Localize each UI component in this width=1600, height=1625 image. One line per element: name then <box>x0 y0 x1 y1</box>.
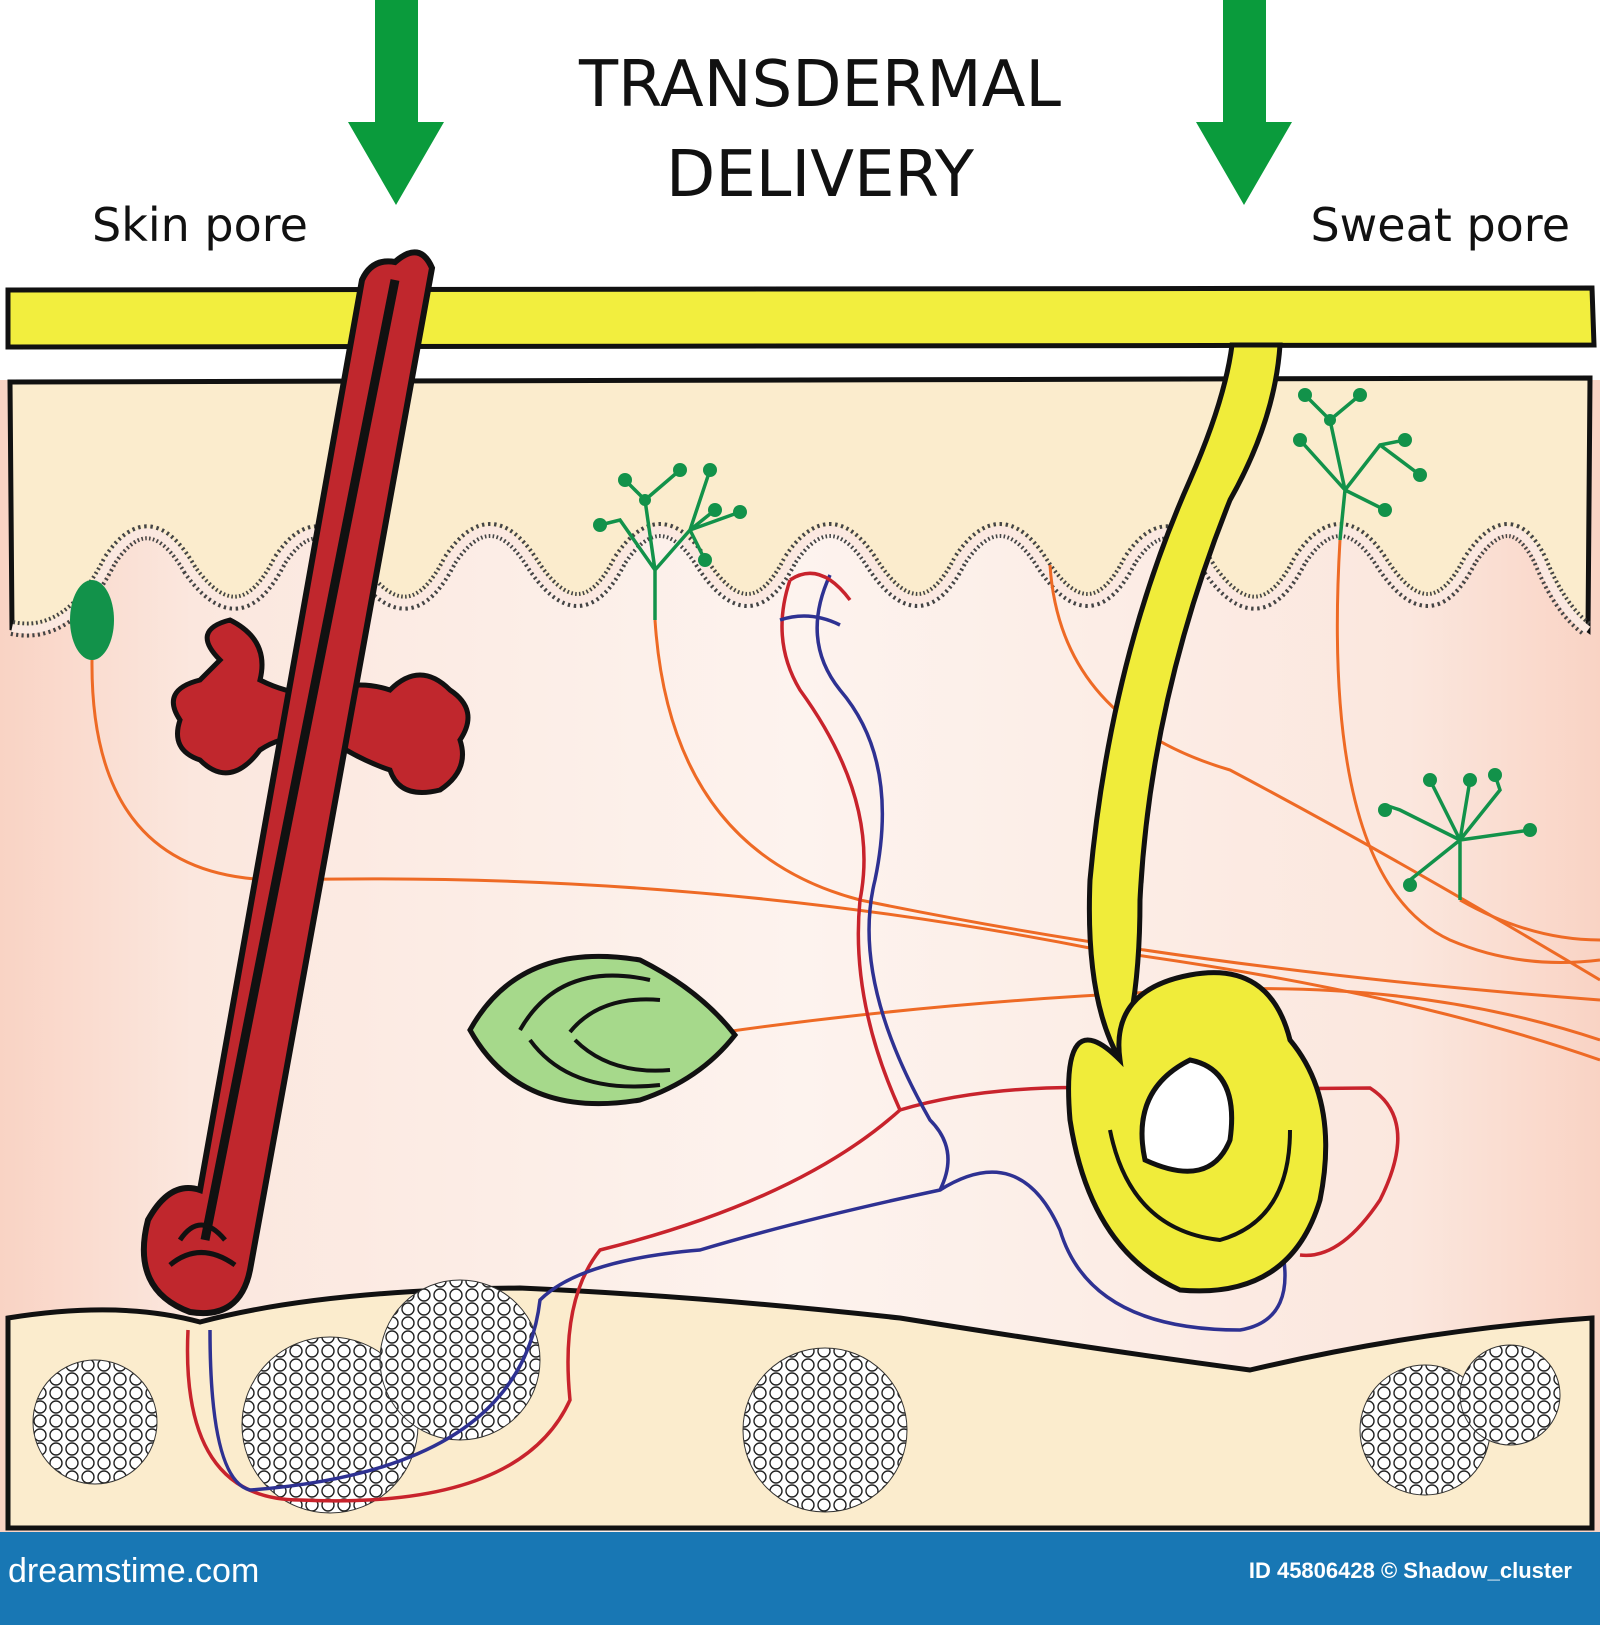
hair-follicle <box>140 249 471 1317</box>
sweat-gland <box>1066 342 1329 1294</box>
diagram-title-line1: TRANSDERMAL <box>578 48 1062 122</box>
stratum-corneum <box>5 285 1597 350</box>
diagram-title-line2: DELIVERY <box>666 138 974 212</box>
delivery-arrows <box>348 0 1292 205</box>
arrow-down-icon <box>348 0 444 205</box>
watermark-footer: dreamstime.com ID 45806428 © Shadow_clus… <box>0 1532 1600 1625</box>
nerve-receptors <box>70 388 1537 900</box>
arrow-down-icon <box>1196 0 1292 205</box>
sweat-pore-label: Sweat pore <box>1310 198 1570 252</box>
image-credit: ID 45806428 © Shadow_cluster <box>1248 1558 1572 1583</box>
skin-pore-label: Skin pore <box>92 198 308 252</box>
pacinian-corpuscle <box>467 953 739 1107</box>
blood-vessels <box>185 571 1400 1503</box>
site-name: dreamstime.com <box>8 1552 260 1590</box>
